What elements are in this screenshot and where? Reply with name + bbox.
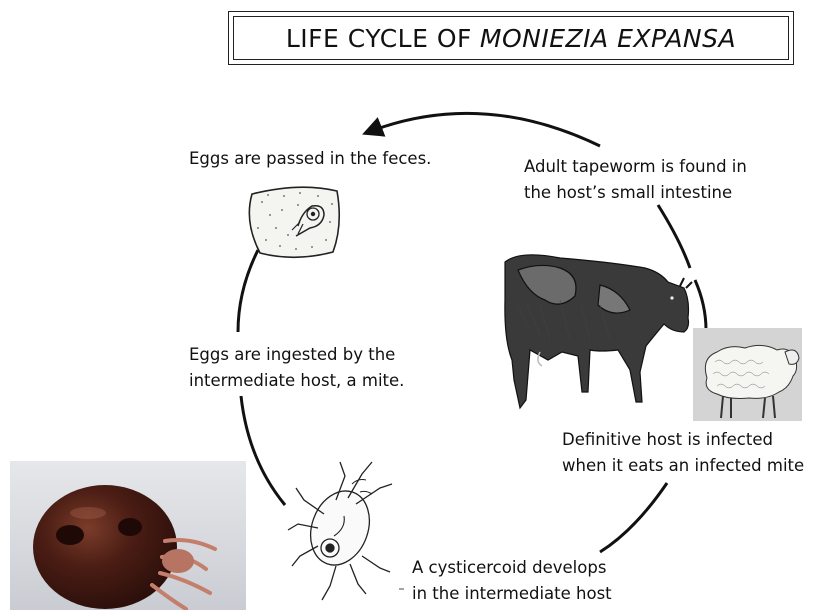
- stage-line: Eggs are passed in the feces.: [189, 146, 431, 172]
- stage-eggs-ingested: Eggs are ingested by the intermediate ho…: [189, 342, 404, 394]
- stage-line: Definitive host is infected: [562, 427, 804, 453]
- stage-line: when it eats an infected mite: [562, 453, 804, 479]
- stage-eggs-passed: Eggs are passed in the feces.: [189, 146, 431, 172]
- stage-adult-tapeworm: Adult tapeworm is found in the host’s sm…: [524, 154, 747, 206]
- stage-line: in the intermediate host: [412, 581, 612, 607]
- stage-line: Eggs are ingested by the: [189, 342, 404, 368]
- stage-line: A cysticercoid develops: [412, 555, 612, 581]
- stage-host-infected: Definitive host is infected when it eats…: [562, 427, 804, 479]
- stage-line: the host’s small intestine: [524, 180, 747, 206]
- mite-photo: [10, 461, 246, 610]
- stage-cysticercoid: A cysticercoid develops in the intermedi…: [412, 555, 612, 607]
- stage-line: Adult tapeworm is found in: [524, 154, 747, 180]
- stage-line: intermediate host, a mite.: [189, 368, 404, 394]
